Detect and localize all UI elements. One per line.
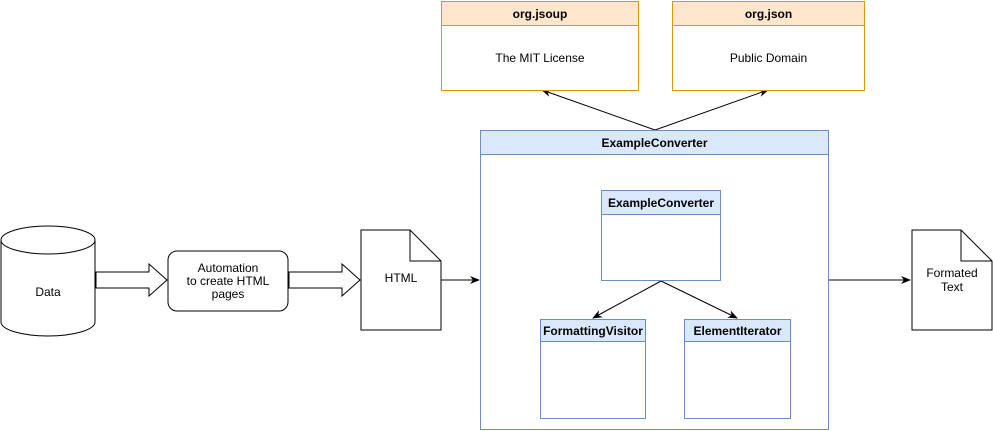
arrow-converter-to-json <box>654 89 769 131</box>
formatting-visitor-title: FormattingVisitor <box>541 320 645 342</box>
inner-converter-class: ExampleConverter <box>601 190 721 281</box>
formatting-visitor-class: FormattingVisitor <box>540 319 646 419</box>
html-label: HTML <box>384 271 418 285</box>
arrow-inner-to-visitor <box>592 280 662 319</box>
library-jsoup-box: org.jsoup The MIT License <box>441 1 639 91</box>
hollow-arrow-automation-to-html <box>288 262 361 298</box>
arrow-converter-to-jsoup <box>541 89 656 131</box>
element-iterator-title: ElementIterator <box>685 320 790 342</box>
element-iterator-class: ElementIterator <box>684 319 791 419</box>
data-cylinder <box>0 225 96 337</box>
library-jsoup-title: org.jsoup <box>442 2 638 26</box>
converter-container-title: ExampleConverter <box>481 131 828 155</box>
converter-container: ExampleConverter <box>480 130 829 430</box>
library-json-box: org.json Public Domain <box>672 1 865 91</box>
library-json-title: org.json <box>673 2 864 26</box>
automation-box <box>167 250 289 312</box>
library-json-license: Public Domain <box>729 51 808 65</box>
output-document-shape <box>911 229 993 331</box>
inner-converter-title: ExampleConverter <box>602 191 720 215</box>
html-document-shape <box>360 229 442 331</box>
output-label: Formated Text <box>926 266 978 294</box>
arrow-inner-to-iterator <box>660 280 738 319</box>
library-jsoup-license: The MIT License <box>495 51 585 65</box>
data-label: Data <box>35 285 61 299</box>
automation-label: Automation to create HTML pages <box>186 260 270 301</box>
hollow-arrow-data-to-automation <box>95 262 168 298</box>
